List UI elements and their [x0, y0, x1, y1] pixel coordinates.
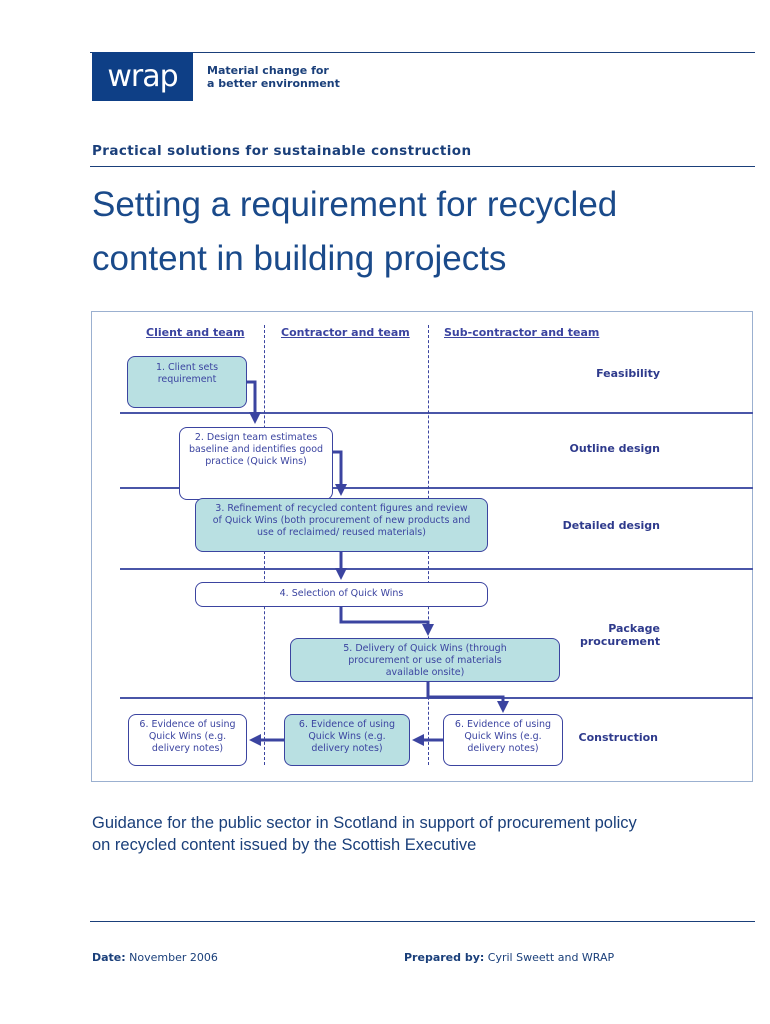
step-6-contractor-box: 6. Evidence of using Quick Wins (e.g. de… [284, 714, 410, 766]
title-line: Setting a requirement for recycled [92, 185, 618, 224]
tagline-line: Material change for [207, 64, 329, 77]
step-1-box: 1. Client sets requirement [127, 356, 247, 408]
date-label: Date: [92, 951, 126, 964]
subtitle: Practical solutions for sustainable cons… [92, 143, 472, 159]
title-line: content in building projects [92, 239, 507, 278]
arrow-2-3 [333, 450, 347, 496]
step-2-box: 2. Design team estimates baseline and id… [179, 427, 333, 500]
footer-rule [90, 921, 755, 922]
subtitle-rule [90, 166, 755, 167]
prepared-value: Cyril Sweett and WRAP [487, 951, 615, 964]
lane-subcontractor: Sub-contractor and team [444, 326, 600, 339]
step-6-client-box: 6. Evidence of using Quick Wins (e.g. de… [128, 714, 247, 766]
step-6-subcontractor-box: 6. Evidence of using Quick Wins (e.g. de… [443, 714, 563, 766]
stage-detailed-design: Detailed design [562, 519, 660, 532]
stage-outline-design: Outline design [569, 442, 660, 455]
date-line: Date: November 2006 [92, 951, 218, 964]
prepared-by-line: Prepared by: Cyril Sweett and WRAP [404, 951, 614, 964]
prepared-label: Prepared by: [404, 951, 485, 964]
tagline: Material change for a better environment [207, 64, 340, 90]
date-value: November 2006 [129, 951, 218, 964]
stage-feasibility: Feasibility [596, 367, 660, 380]
stage-construction: Construction [578, 731, 658, 744]
top-rule [90, 52, 755, 53]
stage-divider [120, 568, 753, 570]
arrow-5-6c [426, 682, 509, 713]
arrow-1-2 [247, 380, 261, 424]
stage-divider [120, 487, 753, 489]
step-4-box: 4. Selection of Quick Wins [195, 582, 488, 607]
step-3-box: 3. Refinement of recycled content figure… [195, 498, 488, 552]
stage-divider [120, 412, 753, 414]
lane-client: Client and team [146, 326, 245, 339]
arrow-4-5 [339, 607, 434, 636]
process-diagram [91, 311, 753, 782]
page-title: Setting a requirement for recycled conte… [92, 178, 617, 286]
wrap-logo: wrap [92, 52, 193, 101]
stage-package-procurement: Package procurement [580, 622, 661, 648]
tagline-line: a better environment [207, 77, 340, 90]
step-5-box: 5. Delivery of Quick Wins (through procu… [290, 638, 560, 682]
guidance-text: Guidance for the public sector in Scotla… [92, 814, 637, 854]
lane-contractor: Contractor and team [281, 326, 410, 339]
